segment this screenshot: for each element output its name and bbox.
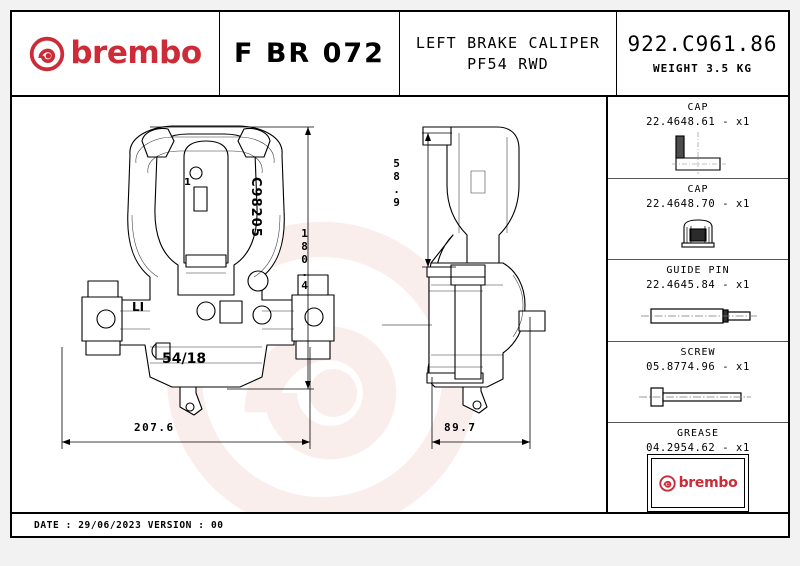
sheet-footer: DATE : 29/06/2023 VERSION : 00: [12, 512, 788, 536]
description-line-1: LEFT BRAKE CALIPER: [415, 34, 601, 52]
footer-date-version: DATE : 29/06/2023 VERSION : 00: [34, 519, 224, 531]
part-illustration: [608, 210, 788, 260]
part-illustration: [608, 373, 788, 423]
caliper-model-label: C98205: [248, 177, 263, 238]
screw-icon: [639, 387, 751, 407]
drawing-area: LI 54/18 1 C98205: [12, 97, 608, 512]
part-code: 05.8774.96 - x1: [646, 360, 750, 373]
part-code: 04.2954.62 - x1: [646, 442, 750, 454]
front-view-dimensions: [61, 126, 314, 449]
parts-sidebar: CAP 22.4648.61 - x1: [608, 97, 788, 512]
sheet-body: LI 54/18 1 C98205: [12, 97, 788, 512]
dimension-side-height: 58.9: [390, 157, 403, 209]
part-code: 22.4648.70 - x1: [646, 197, 750, 210]
part-title: GUIDE PIN: [666, 265, 730, 276]
parts-row-screw[interactable]: SCREW 05.8774.96 - x1: [608, 342, 788, 423]
part-title: CAP: [687, 183, 709, 195]
grease-tube-icon: brembo: [647, 454, 749, 512]
cap-bracket-icon: [672, 131, 726, 174]
header-partnumber-cell: 922.C961.86 WEIGHT 3.5 KG: [617, 12, 788, 95]
caliper-index-label: 1: [184, 177, 191, 188]
parts-row-cap-2[interactable]: CAP 22.4648.70 - x1: [608, 179, 788, 260]
dimension-front-height: 180.4: [298, 227, 311, 292]
guide-pin-icon: [641, 308, 757, 324]
product-code: F BR 072: [234, 38, 385, 69]
part-title: CAP: [687, 102, 709, 113]
drawing-frame: brembo F BR 072 LEFT BRAKE CALIPER PF54 …: [10, 10, 790, 538]
side-view-dimensions: [382, 132, 531, 449]
part-weight: WEIGHT 3.5 KG: [652, 62, 753, 75]
part-code: 22.4645.84 - x1: [646, 279, 750, 291]
part-illustration: brembo: [608, 454, 788, 512]
sheet-header: brembo F BR 072 LEFT BRAKE CALIPER PF54 …: [12, 12, 788, 97]
header-code-cell: F BR 072: [220, 12, 400, 95]
caliper-side-label: LI: [132, 300, 144, 314]
part-number: 922.C961.86: [627, 32, 778, 56]
part-title: GREASE: [676, 428, 720, 439]
caliper-side-view: [422, 126, 546, 414]
part-illustration: [608, 128, 788, 178]
part-code: 22.4648.61 - x1: [646, 116, 750, 128]
part-title: SCREW: [680, 346, 716, 358]
brembo-roundel-icon: [658, 474, 676, 492]
caliper-size-label: 54/18: [162, 351, 206, 367]
brembo-roundel-icon: [30, 36, 65, 71]
brembo-wordmark: brembo: [70, 35, 202, 71]
header-description-cell: LEFT BRAKE CALIPER PF54 RWD: [400, 12, 617, 95]
dimension-side-width: 89.7: [444, 421, 477, 434]
parts-row-guide-pin[interactable]: GUIDE PIN 22.4645.84 - x1: [608, 260, 788, 342]
grease-brembo-wordmark: brembo: [678, 475, 738, 491]
parts-row-cap-1[interactable]: CAP 22.4648.61 - x1: [608, 97, 788, 179]
cap-round-icon: [681, 219, 715, 248]
caliper-front-view: LI 54/18 1 C98205: [81, 125, 335, 416]
description-line-2: PF54 RWD: [467, 55, 549, 73]
dimension-front-width: 207.6: [134, 421, 175, 434]
parts-row-grease[interactable]: GREASE 04.2954.62 - x1: [608, 423, 788, 512]
part-illustration: [608, 291, 788, 341]
header-logo-cell: brembo: [12, 12, 220, 95]
brembo-logo: brembo: [29, 35, 202, 72]
grease-brembo-logo: brembo: [658, 474, 738, 492]
